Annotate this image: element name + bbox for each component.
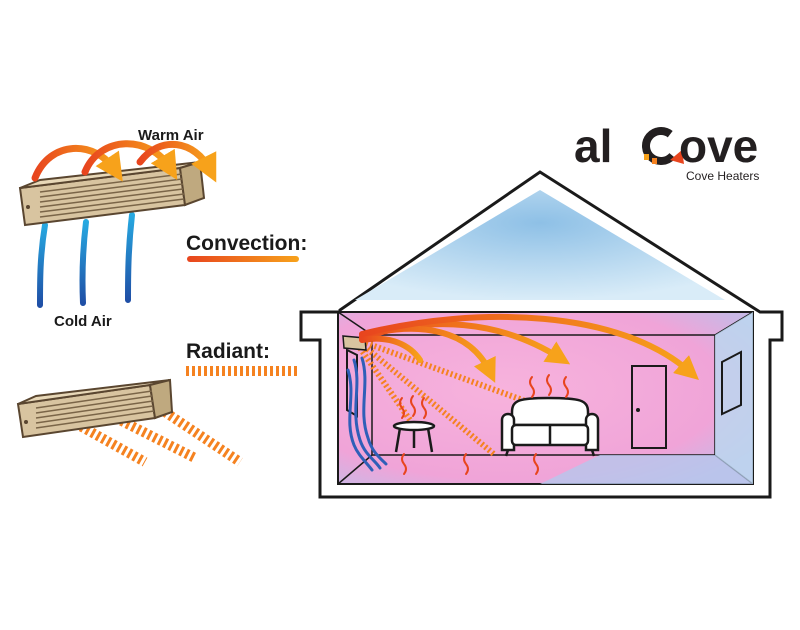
radiant-swatch	[186, 366, 300, 376]
heat-wave-icons	[399, 374, 569, 475]
heater-icon	[16, 378, 174, 439]
warm-air-arrow-icon	[31, 140, 217, 183]
logo-text-ove: ove	[679, 120, 758, 172]
cold-air-icon	[346, 356, 388, 472]
door-icon	[631, 365, 667, 449]
warm-air-arrow-icon	[359, 313, 699, 383]
radiant-label: Radiant:	[186, 340, 270, 363]
table-icon	[392, 420, 436, 453]
logo-tagline: Cove Heaters	[686, 169, 759, 183]
radiant-heater-illustration	[16, 378, 243, 467]
logo-text-al: al	[574, 120, 612, 172]
alcove-logo: al ove Cove Heaters	[574, 120, 759, 183]
cold-air-label: Cold Air	[54, 313, 112, 330]
logo-c-icon	[642, 127, 684, 165]
convection-label: Convection:	[186, 232, 307, 255]
convection-legend: Convection:	[186, 232, 307, 262]
attic-warm-zone	[355, 190, 725, 300]
cold-air-icon	[37, 212, 135, 308]
radiant-legend: Radiant:	[186, 340, 300, 376]
window-icon	[721, 350, 742, 416]
sofa-icon	[500, 396, 600, 457]
convection-heater-illustration: Warm Air Cold Air	[18, 127, 217, 330]
warm-air-label: Warm Air	[138, 127, 204, 144]
convection-swatch	[187, 256, 299, 262]
